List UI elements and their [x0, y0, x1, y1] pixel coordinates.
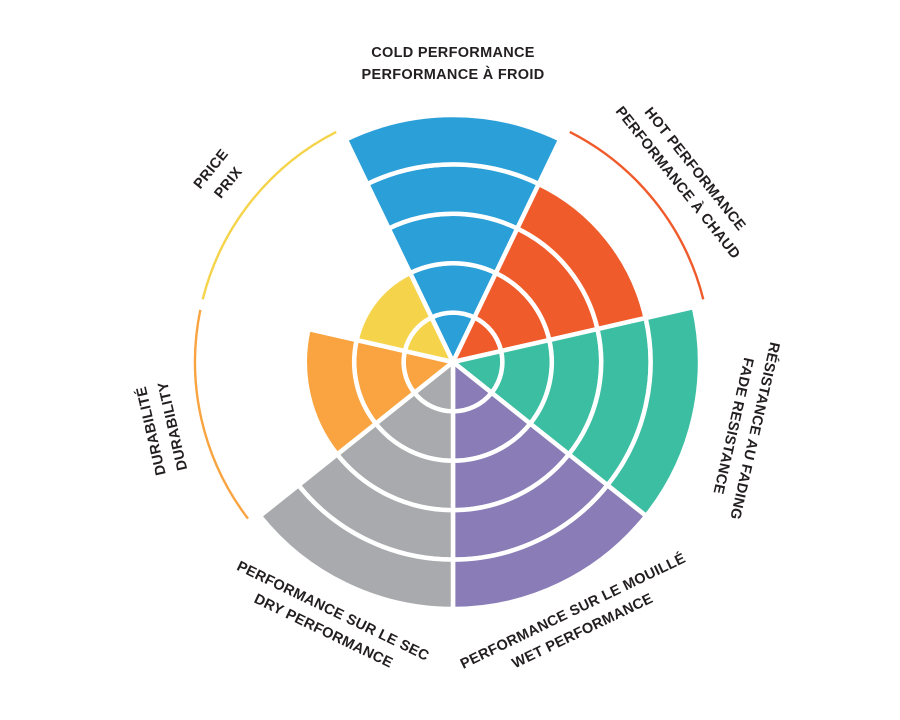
- segment-cold-performance-label: COLD PERFORMANCE PERFORMANCE À FROID: [362, 45, 545, 83]
- segment-cold-performance-ring-5: [342, 112, 564, 187]
- segment-cold-performance-label-line1: COLD PERFORMANCE: [371, 45, 535, 61]
- segment-durability-ring-3: [302, 326, 379, 458]
- segment-hot-performance-label-line2: PERFORMANCE À CHAUD: [612, 103, 744, 262]
- segment-price-ring-2: [353, 269, 435, 354]
- segment-cold-performance-label-line2: PERFORMANCE À FROID: [362, 66, 545, 83]
- segment-dry-performance-ring-5: [256, 482, 456, 612]
- segment-cold-performance: COLD PERFORMANCE PERFORMANCE À FROID: [342, 45, 564, 368]
- segment-hot-performance-max-arc: [569, 130, 705, 300]
- segment-durability-max-arc: [193, 309, 249, 520]
- segment-price-max-arc: [201, 130, 337, 300]
